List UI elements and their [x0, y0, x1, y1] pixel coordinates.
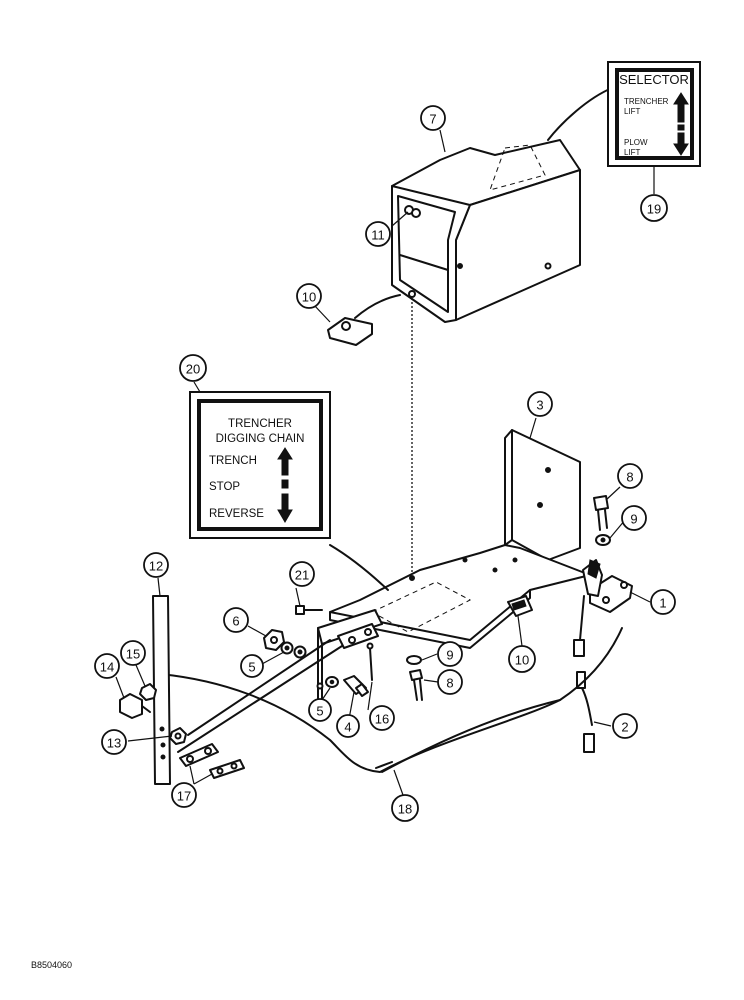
svg-text:13: 13	[107, 736, 121, 751]
callout-2: 2	[612, 713, 638, 739]
callout-13: 13	[101, 729, 127, 755]
callout-5a: 5	[240, 654, 264, 678]
svg-text:8: 8	[446, 676, 453, 691]
callout-18: 20	[179, 354, 207, 382]
svg-text:15: 15	[126, 647, 140, 662]
bolt-part-8-upper	[593, 495, 609, 531]
callout-7: 7	[420, 105, 446, 131]
selector-down-label-1: PLOW	[624, 138, 648, 147]
svg-text:20: 20	[186, 362, 200, 377]
selector-up-label-2: LIFT	[624, 107, 641, 116]
speed-nut-part-10-upper	[327, 294, 401, 346]
washer-part-9-upper	[595, 534, 611, 546]
callout-16: 18	[391, 794, 419, 822]
callout-6: 6	[223, 607, 249, 633]
svg-text:17: 17	[177, 789, 191, 804]
arrow-up-icon	[277, 447, 293, 476]
svg-text:16: 16	[375, 712, 389, 727]
svg-text:2: 2	[621, 720, 628, 735]
rod-part-16	[159, 627, 623, 773]
arrow-down-icon	[673, 132, 689, 156]
callout-9a: 9	[621, 505, 647, 531]
svg-text:9: 9	[446, 648, 453, 663]
callout-9b: 9	[437, 641, 463, 667]
trencher-row-reverse: REVERSE	[209, 508, 264, 520]
svg-text:3: 3	[536, 398, 543, 413]
callout-10b: 10	[508, 645, 536, 673]
selector-down-label-2: LIFT	[624, 148, 641, 157]
callout-4: 4	[336, 714, 360, 738]
arrow-up-icon	[673, 92, 689, 123]
control-switch-part-1	[573, 559, 633, 657]
leader-lines	[115, 129, 655, 796]
callout-17: 19	[640, 194, 668, 222]
svg-text:9: 9	[630, 512, 637, 527]
selector-title: SELECTOR	[619, 72, 689, 87]
chain-links-part-21	[179, 743, 245, 779]
callout-15: 15	[120, 640, 146, 666]
nut-part-6	[263, 629, 285, 651]
washers-part-5-upper	[280, 641, 307, 659]
trencher-title-2: DIGGING CHAIN	[216, 433, 305, 445]
svg-text:1: 1	[659, 596, 666, 611]
washer-part-9-lower	[406, 655, 422, 665]
svg-text:14: 14	[100, 660, 114, 675]
callout-8a: 8	[617, 463, 643, 489]
trencher-decal: TRENCHER DIGGING CHAIN TRENCH STOP REVER…	[189, 391, 331, 539]
callout-14: 14	[94, 653, 120, 679]
callout-21: 17	[171, 782, 197, 808]
svg-text:12: 12	[149, 559, 163, 574]
callout-19: 21	[289, 561, 315, 587]
speed-nut-part-10-lower	[507, 595, 533, 617]
callout-12: 12	[143, 552, 169, 578]
washer-part-5-lower	[325, 676, 339, 688]
callout-3: 3	[527, 391, 553, 417]
svg-text:5: 5	[248, 660, 255, 675]
trencher-row-stop: STOP	[209, 481, 240, 493]
svg-text:4: 4	[344, 720, 351, 735]
callout-1: 1	[650, 589, 676, 615]
trencher-title-1: TRENCHER	[228, 418, 292, 430]
cover-part-7	[391, 139, 581, 323]
svg-text:11: 11	[371, 228, 385, 243]
svg-text:19: 19	[647, 202, 661, 217]
callout-20: 16	[369, 705, 395, 731]
mounting-plate-part-3	[329, 429, 591, 649]
selector-up-label-1: TRENCHER	[624, 97, 669, 106]
knob-part-14	[119, 693, 151, 719]
bolt-part-19	[295, 605, 323, 615]
arrow-down-icon	[277, 493, 293, 523]
selector-decal: SELECTOR TRENCHER LIFT PLOW LIFT	[607, 61, 701, 167]
svg-text:18: 18	[398, 802, 412, 817]
svg-text:21: 21	[295, 568, 309, 583]
bolt-part-4	[343, 675, 369, 697]
callout-5b: 5	[308, 698, 332, 722]
svg-text:10: 10	[515, 653, 529, 668]
trencher-row-trench: TRENCH	[209, 455, 257, 467]
nut-part-13	[169, 727, 187, 745]
bolt-part-8-lower	[409, 669, 423, 701]
svg-text:6: 6	[232, 614, 239, 629]
cotter-pin-part-20	[366, 642, 374, 681]
document-id: B8504060	[31, 960, 72, 970]
svg-text:10: 10	[302, 290, 316, 305]
callout-8b: 8	[437, 669, 463, 695]
callout-10a: 10	[296, 283, 322, 309]
svg-text:7: 7	[429, 112, 436, 127]
svg-text:8: 8	[626, 470, 633, 485]
nut-part-15	[139, 683, 157, 701]
callout-11: 11	[365, 221, 391, 247]
svg-text:5: 5	[316, 704, 323, 719]
